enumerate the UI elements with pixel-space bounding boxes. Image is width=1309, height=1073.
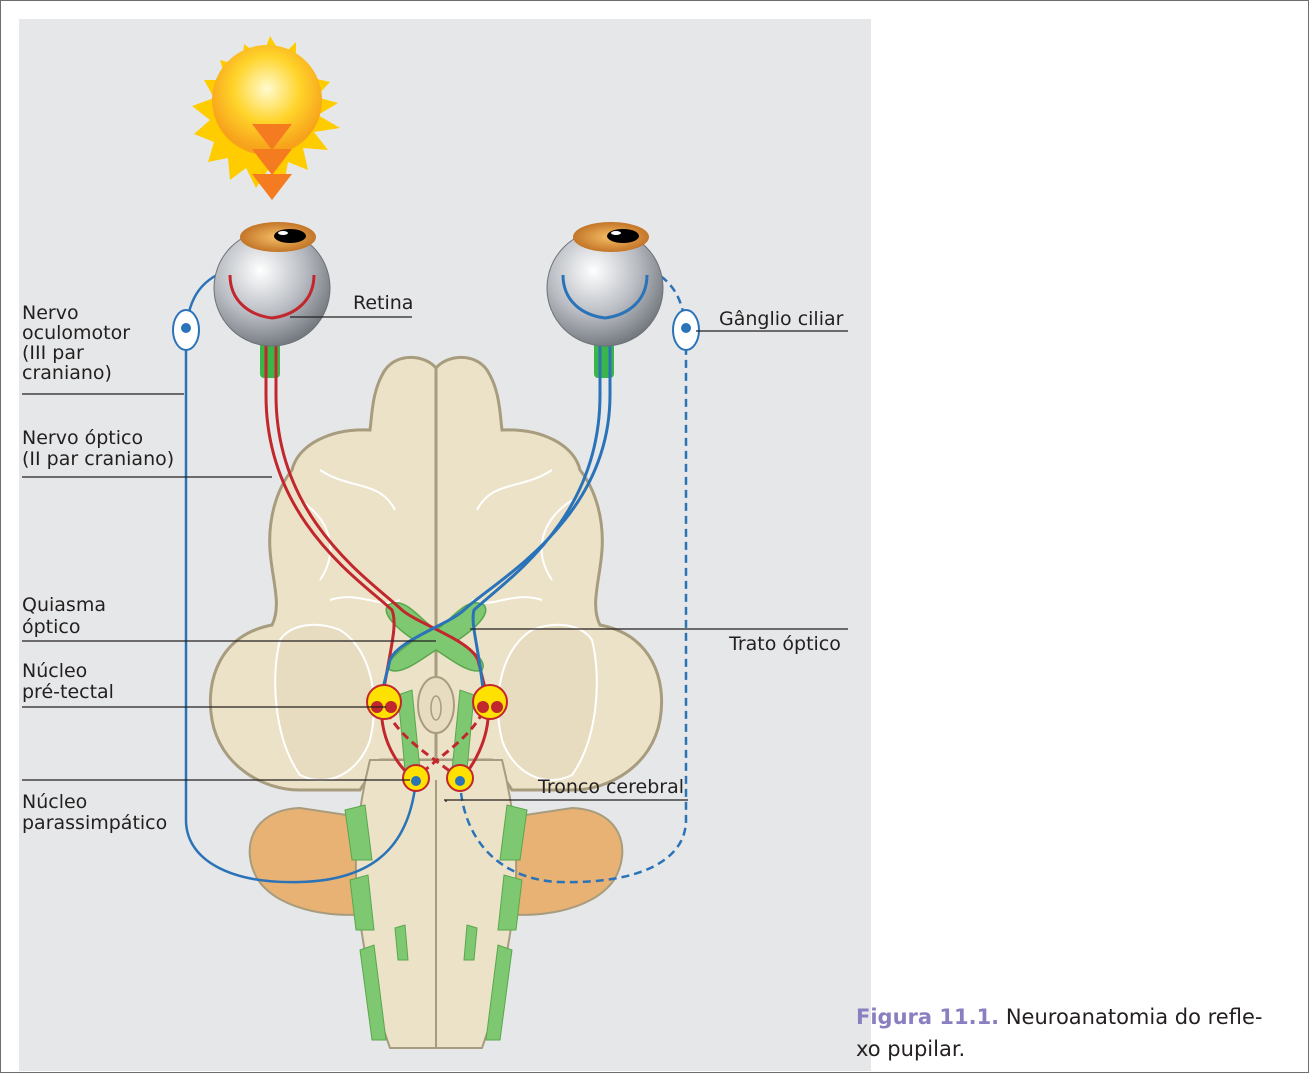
label-trato-optico: Trato óptico [728, 633, 841, 655]
right-pretectal-nucleus [473, 685, 507, 719]
eyeball-icon [547, 222, 663, 346]
label-nervo-oculomotor: Nervo oculomotor (III par craniano) [22, 302, 136, 384]
right-parasympathetic-nucleus [447, 765, 473, 791]
brain-ventral-view [210, 357, 661, 1048]
label-quiasma-optico: Quiasma óptico [22, 594, 112, 638]
caption-text-line2: xo pupilar. [856, 1037, 965, 1061]
label-retina: Retina [353, 292, 413, 314]
right-ciliary-ganglion [673, 310, 699, 350]
left-ciliary-ganglion [173, 310, 199, 350]
label-nervo-optico: Nervo óptico (II par craniano) [22, 427, 174, 470]
label-ganglio-ciliar: Gânglio ciliar [719, 308, 844, 330]
figure-caption: Figura 11.1. Neuroanatomia do refle- xo … [856, 1001, 1301, 1065]
eyeball-icon [214, 222, 330, 346]
caption-text-line1: Neuroanatomia do refle- [1006, 1005, 1263, 1029]
label-tronco-cerebral: Tronco cerebral [537, 776, 684, 798]
label-nucleo-pretectal: Núcleo pré-tectal [22, 660, 114, 703]
caption-number: Figura 11.1. [856, 1005, 999, 1029]
left-parasympathetic-nucleus [403, 765, 429, 791]
label-nucleo-parassimpatico: Núcleo parassimpático [22, 791, 167, 834]
left-pretectal-nucleus [367, 685, 401, 719]
